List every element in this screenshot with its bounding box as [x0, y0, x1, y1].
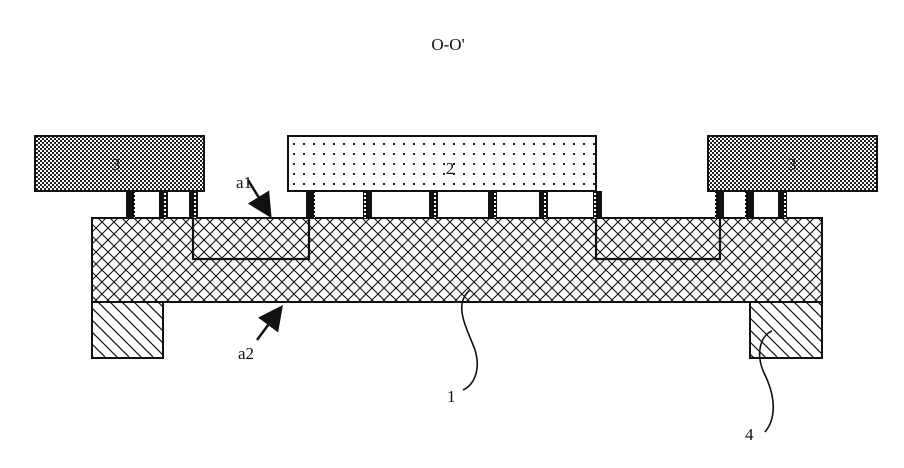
- section-title: O-O': [431, 35, 464, 54]
- substrate: [91, 217, 823, 303]
- chip-right-label: 3: [788, 155, 797, 174]
- chip-center: 2: [287, 135, 597, 192]
- annotation-a2: a2: [238, 304, 283, 363]
- leader-line-4: [758, 330, 775, 433]
- bump: [488, 191, 497, 218]
- support-left: [91, 301, 164, 359]
- annotation-a2-arrow: [255, 304, 283, 341]
- chip-right: 3: [707, 135, 878, 192]
- chip-left-label: 3: [112, 155, 121, 174]
- bump-array: [126, 191, 787, 218]
- bump: [363, 191, 372, 218]
- leader-support: 4: [745, 330, 775, 444]
- support-right: [749, 301, 823, 359]
- bump: [429, 191, 438, 218]
- bump: [306, 191, 315, 218]
- bump: [778, 191, 787, 218]
- bump: [715, 191, 724, 218]
- chip-center-label: 2: [446, 159, 455, 178]
- annotation-a1-arrow: [246, 179, 272, 219]
- annotation-a1: a1: [236, 173, 272, 219]
- bump: [539, 191, 548, 218]
- bump: [189, 191, 198, 218]
- bump: [593, 191, 602, 218]
- annotation-a2-label: a2: [238, 344, 254, 363]
- bump: [159, 191, 168, 218]
- substrate-label: 1: [447, 387, 456, 406]
- leader-substrate: 1: [447, 289, 479, 406]
- support-label: 4: [745, 425, 754, 444]
- annotation-a1-label: a1: [236, 173, 252, 192]
- chip-left: 3: [34, 135, 205, 192]
- bump: [745, 191, 754, 218]
- bump: [126, 191, 135, 218]
- substrate-recess-left: [191, 218, 311, 261]
- leader-line-1: [460, 289, 479, 391]
- substrate-recess-right: [594, 218, 722, 261]
